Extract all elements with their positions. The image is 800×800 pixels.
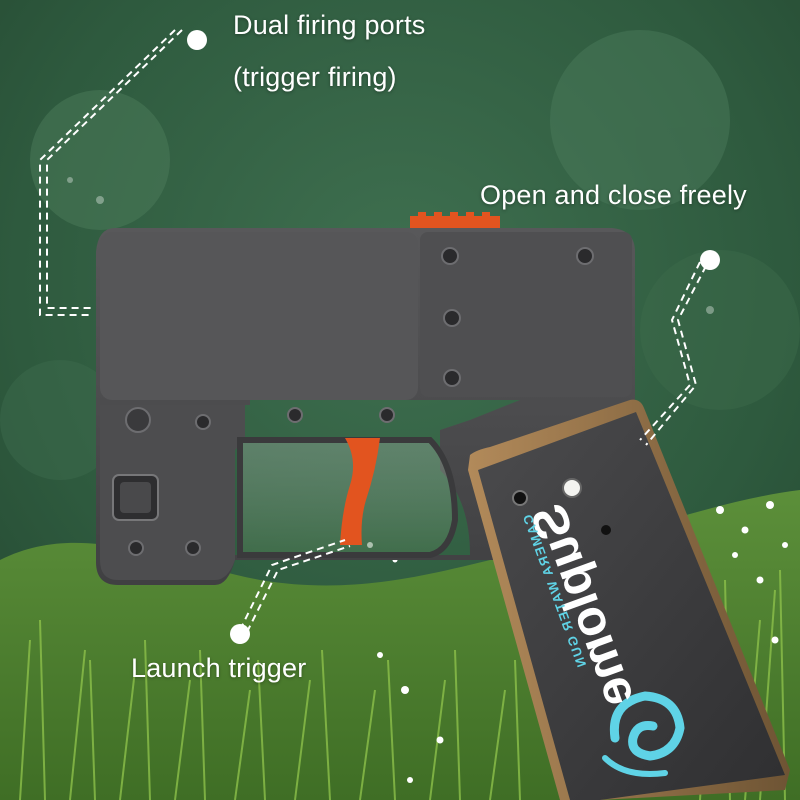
launch-trigger-dot	[230, 624, 250, 644]
callout-open-close-freely: Open and close freely	[480, 180, 747, 210]
top-panel-right	[420, 232, 632, 397]
callout-dots	[187, 30, 720, 644]
callout-lines	[39, 29, 707, 633]
faint-background-flowers	[67, 177, 714, 314]
callout-dual-firing-ports-line2: (trigger firing)	[233, 62, 397, 92]
open-close-dot	[700, 250, 720, 270]
screws	[128, 247, 594, 556]
flap-flash-light	[562, 478, 582, 498]
callout-dual-firing-ports-line1: Dual firing ports	[233, 10, 426, 40]
flap-camera-lens	[512, 490, 528, 506]
pivot-knob	[125, 407, 151, 433]
trigger-orange	[340, 438, 380, 545]
top-slider-orange	[410, 212, 500, 228]
blurred-foliage	[0, 30, 800, 480]
flap-dot	[601, 525, 611, 535]
flap-face	[478, 412, 785, 800]
wave-swirl-icon	[602, 691, 685, 777]
grip-panel	[100, 405, 245, 580]
callout-launch-trigger: Launch trigger	[131, 653, 307, 683]
top-panel-left	[100, 232, 418, 400]
folding-flap	[468, 399, 790, 800]
safety-button-inner	[120, 482, 151, 513]
dual-ports-dot	[187, 30, 207, 50]
